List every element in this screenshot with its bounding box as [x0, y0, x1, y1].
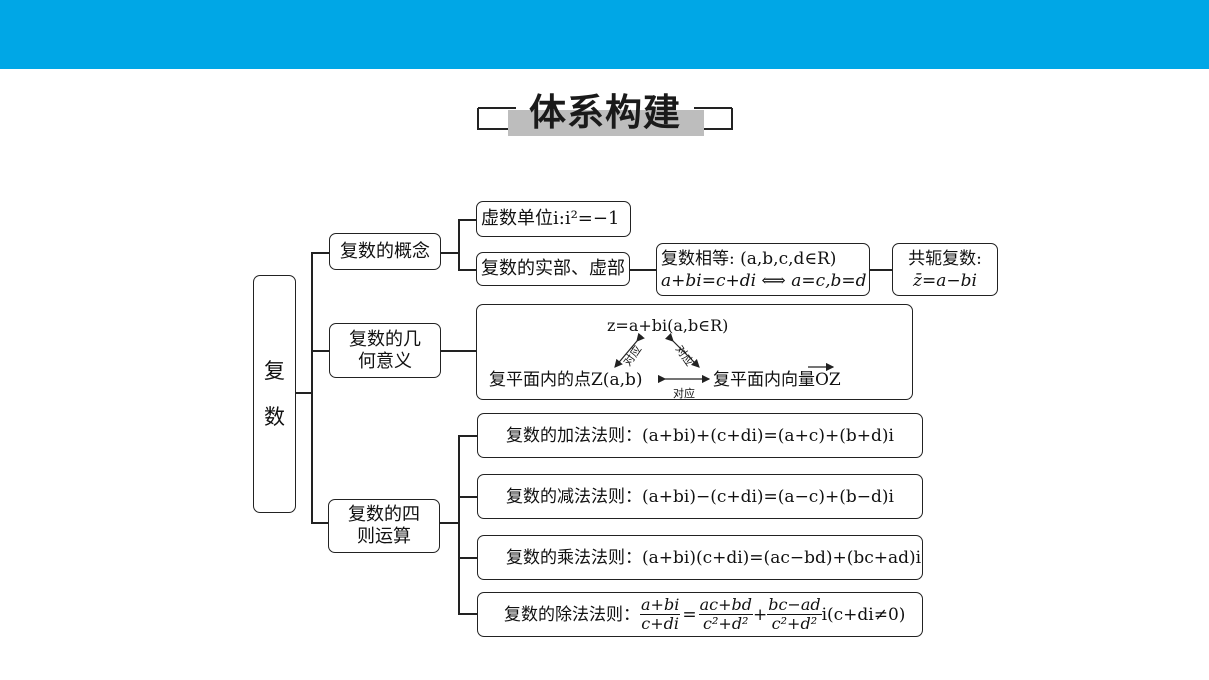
- imaginary-unit-text: 虚数单位i:i²=−1: [481, 208, 620, 229]
- fraction-denominator: c²+d²: [703, 614, 749, 633]
- title-frame: [477, 107, 733, 130]
- geometry-label: 何意义: [358, 350, 412, 372]
- division-tail: i(c+di≠0): [821, 604, 906, 625]
- connector: [458, 269, 476, 271]
- root-node: 复 数: [253, 275, 296, 513]
- fraction-numerator: a+bi: [640, 595, 681, 615]
- division-fraction: a+bi c+di: [640, 595, 681, 633]
- connector: [311, 350, 329, 352]
- operations-label: 复数的四: [348, 504, 420, 525]
- complex-point: 复平面内的点Z(a,b): [489, 370, 643, 390]
- fraction-numerator: bc−ad: [767, 595, 822, 615]
- connector: [458, 557, 477, 559]
- connector: [311, 522, 328, 524]
- operations-label: 则运算: [357, 526, 411, 547]
- geometry-node: 复数的几 何意义: [329, 323, 441, 378]
- equality-node: 复数相等: (a,b,c,d∈R) a+bi=c+di ⟺ a=c,b=d: [656, 243, 870, 296]
- imaginary-unit-node: 虚数单位i:i²=−1: [476, 201, 631, 237]
- addition-rule: 复数的加法法则：(a+bi)+(c+di)=(a+c)+(b+d)i: [506, 425, 894, 446]
- connector: [440, 522, 459, 524]
- root-char: 复: [264, 359, 285, 383]
- fraction-denominator: c+di: [641, 614, 680, 633]
- connector: [441, 350, 477, 352]
- connector: [296, 392, 312, 394]
- division-rule-node: 复数的除法法则： a+bi c+di = ac+bd c²+d² + bc−ad…: [477, 592, 923, 637]
- header-bar: [0, 0, 1209, 69]
- connector: [311, 252, 329, 254]
- title-shadow: [508, 110, 704, 136]
- conjugate-node: 共轭复数: z̄=a−bi: [892, 243, 998, 296]
- page-title: 体系构建: [529, 91, 681, 134]
- connector: [630, 269, 656, 271]
- operations-node: 复数的四 则运算: [328, 499, 440, 553]
- section-title: 体系构建: [476, 88, 734, 140]
- subtraction-rule-node: 复数的减法法则：(a+bi)−(c+di)=(a−c)+(b−d)i: [477, 474, 923, 519]
- concept-label: 复数的概念: [340, 240, 430, 262]
- real-imag-parts-node: 复数的实部、虚部: [476, 252, 630, 286]
- fraction-denominator: c²+d²: [771, 614, 818, 633]
- connector: [870, 269, 892, 271]
- connector: [458, 496, 477, 498]
- connector: [458, 435, 477, 437]
- real-imag-parts-text: 复数的实部、虚部: [481, 258, 625, 279]
- addition-rule-node: 复数的加法法则：(a+bi)+(c+di)=(a+c)+(b+d)i: [477, 413, 923, 458]
- subtraction-rule: 复数的减法法则：(a+bi)−(c+di)=(a−c)+(b−d)i: [506, 486, 894, 507]
- complex-vector: 复平面内向量OZ: [713, 370, 841, 390]
- correspond-label: 对应: [673, 387, 695, 400]
- division-fraction: ac+bd c²+d²: [698, 595, 753, 633]
- division-fraction: bc−ad c²+d²: [767, 595, 822, 633]
- correspondence-arrows: [614, 332, 835, 384]
- connector: [458, 219, 460, 270]
- conjugate-line: 共轭复数:: [908, 248, 982, 269]
- geometry-label: 复数的几: [349, 328, 421, 350]
- conjugate-line: z̄=a−bi: [913, 270, 977, 291]
- connector: [441, 252, 459, 254]
- equality-line: a+bi=c+di ⟺ a=c,b=d: [661, 270, 867, 291]
- z-definition: z=a+bi(a,b∈R): [607, 316, 729, 335]
- multiplication-rule-node: 复数的乘法法则：(a+bi)(c+di)=(ac−bd)+(bc+ad)i: [477, 535, 923, 580]
- connector: [458, 435, 460, 613]
- connector: [458, 613, 477, 615]
- connector: [458, 219, 476, 221]
- fraction-numerator: ac+bd: [698, 595, 753, 615]
- multiplication-rule: 复数的乘法法则：(a+bi)(c+di)=(ac−bd)+(bc+ad)i: [506, 547, 922, 568]
- equality-line: 复数相等: (a,b,c,d∈R): [661, 248, 837, 269]
- division-rule-label: 复数的除法法则：: [504, 604, 640, 625]
- root-char: 数: [264, 405, 285, 429]
- concept-node: 复数的概念: [329, 233, 441, 270]
- connector: [311, 252, 313, 522]
- geometry-detail-node: z=a+bi(a,b∈R) 复平面内的点Z(a,b) 复平面内向量OZ 对应 对…: [476, 304, 913, 400]
